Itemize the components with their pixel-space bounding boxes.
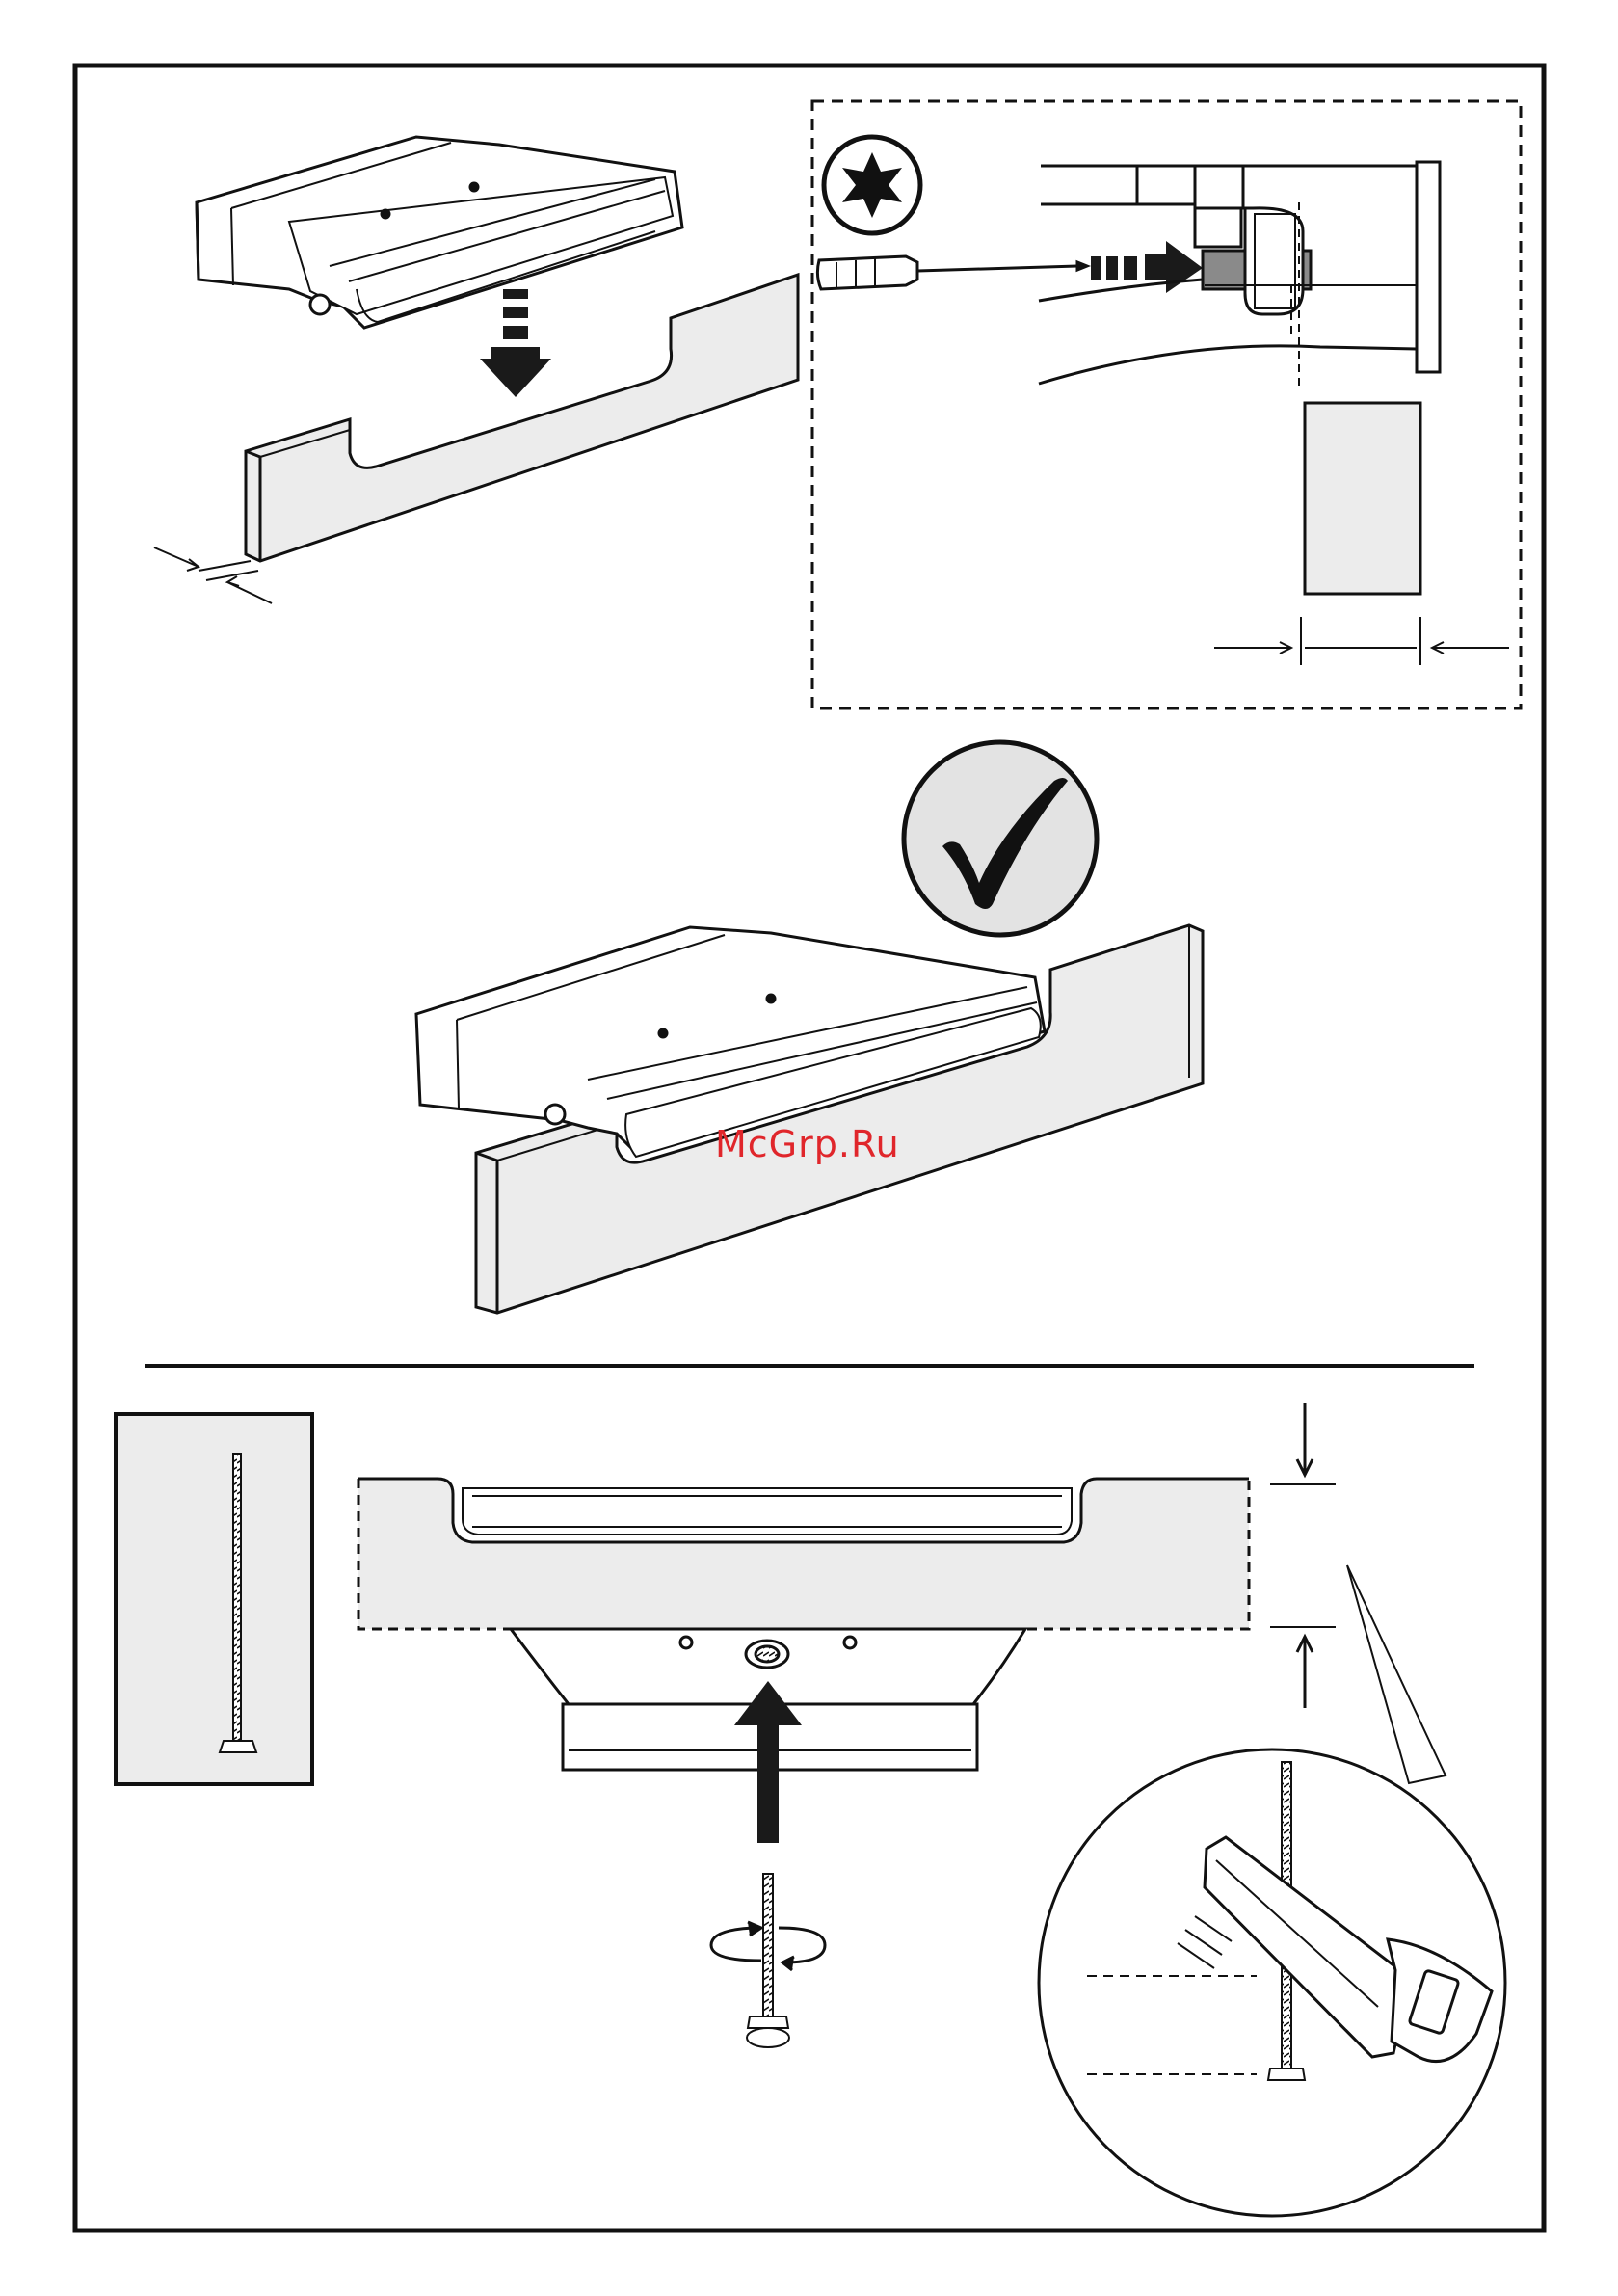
step-insert-hood-into-cabinet — [154, 137, 798, 603]
checkmark-icon — [904, 742, 1097, 935]
detail-torx-fixing-with-screwdriver — [812, 101, 1521, 708]
screwdriver-icon — [817, 256, 1087, 289]
cooker-hood-unit — [197, 137, 682, 328]
height-dimension — [1270, 1403, 1336, 1708]
cutting-detail-circle — [1039, 1749, 1505, 2216]
gap-dimension — [1214, 617, 1509, 665]
cabinet-side-section — [1305, 403, 1420, 594]
threaded-rod-reference — [116, 1414, 312, 1784]
torx-star-icon — [824, 137, 920, 233]
step-fit-threaded-rod-and-cut-to-length — [116, 1403, 1505, 2216]
hood-rail — [463, 1488, 1072, 1535]
watermark: McGrp.Ru — [715, 1123, 900, 1165]
result-installed-correctly — [416, 742, 1203, 1313]
insert-down-arrow — [480, 289, 551, 397]
